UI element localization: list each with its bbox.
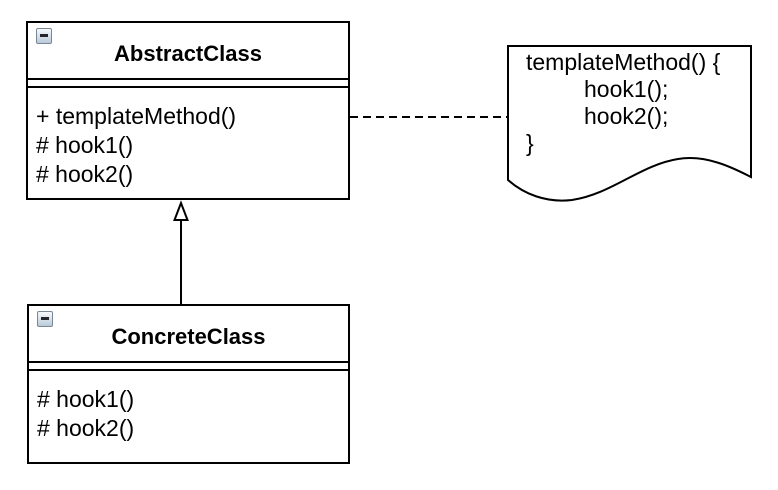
class-name-label: AbstractClass: [114, 40, 262, 66]
note-shape[interactable]: [507, 45, 752, 202]
generalization-arrowhead-icon: [173, 200, 189, 221]
method-item: # hook1(): [37, 386, 135, 412]
class-box-concreteclass[interactable]: ConcreteClass # hook1() # hook2(): [27, 304, 350, 464]
methods-compartment: # hook1() # hook2(): [29, 371, 348, 443]
method-item: + templateMethod(): [36, 103, 237, 129]
method-item: # hook1(): [36, 132, 134, 158]
class-title: ConcreteClass: [29, 306, 348, 363]
minus-icon: [40, 34, 48, 37]
attributes-compartment: [28, 80, 348, 88]
code-line: hook2();: [584, 103, 669, 129]
code-line: templateMethod() {: [526, 49, 721, 75]
class-title: AbstractClass: [28, 23, 348, 80]
methods-compartment: + templateMethod() # hook1() # hook2(): [28, 88, 348, 189]
collapse-icon[interactable]: [37, 311, 53, 327]
method-item: # hook2(): [37, 415, 135, 441]
minus-icon: [41, 317, 49, 320]
method-item: # hook2(): [36, 161, 134, 187]
collapse-icon[interactable]: [36, 28, 52, 44]
attributes-compartment: [29, 363, 348, 371]
code-note[interactable]: templateMethod() { hook1(); hook2(); }: [508, 46, 751, 157]
code-line: hook1();: [584, 76, 669, 102]
class-name-label: ConcreteClass: [111, 323, 266, 349]
class-box-abstractclass[interactable]: AbstractClass + templateMethod() # hook1…: [26, 21, 350, 200]
code-line: }: [526, 130, 534, 156]
